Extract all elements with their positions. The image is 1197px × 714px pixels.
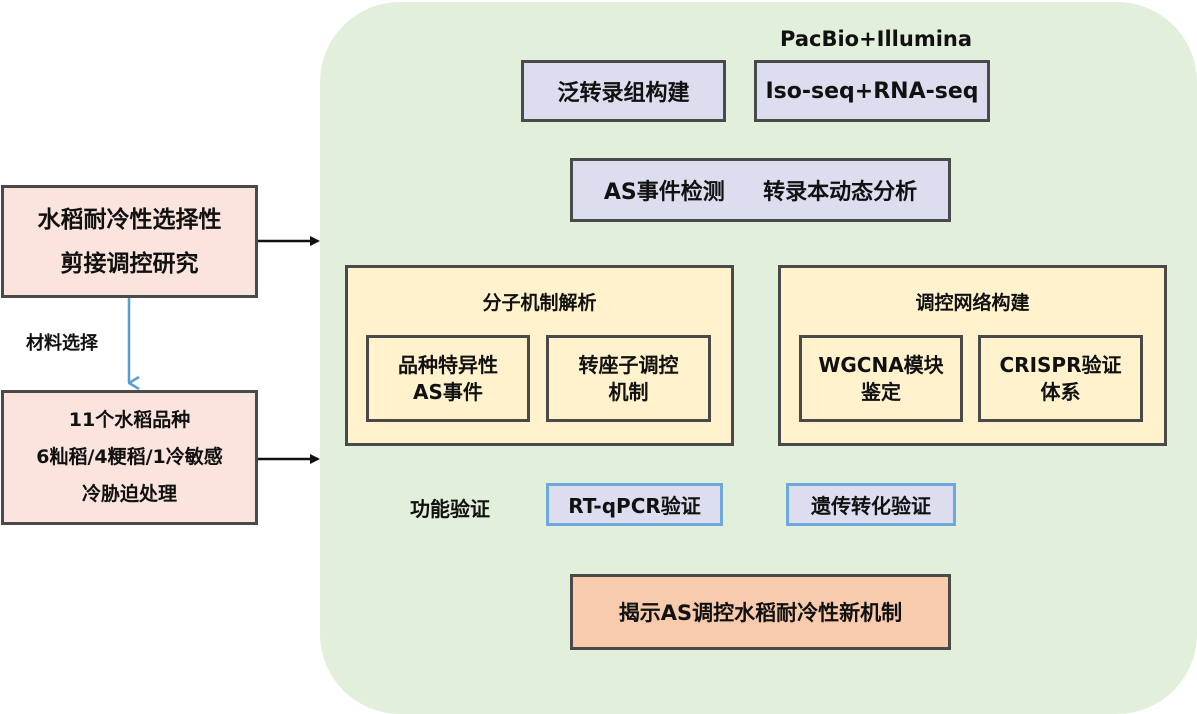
genetic-transformation-box: 遗传转化验证	[786, 483, 956, 526]
molecular-mechanism-title: 分子机制解析	[482, 292, 597, 314]
research-topic-line-1: 水稻耐冷性选择性	[37, 206, 222, 233]
transposon-regulation-box: 转座子调控 机制	[546, 335, 711, 422]
sequencing-box: Iso-seq+RNA-seq	[754, 60, 990, 122]
variety-specific-as-box: 品种特异性 AS事件	[366, 335, 530, 422]
material-line-3: 冷胁迫处理	[81, 483, 177, 505]
rt-qpcr-box: RT-qPCR验证	[546, 483, 723, 526]
research-topic-line-2: 剪接调控研究	[60, 250, 199, 277]
crispr-box: CRISPR验证 体系	[978, 335, 1143, 422]
material-box: 11个水稻品种 6籼稻/4粳稻/1冷敏感 冷胁迫处理	[1, 390, 258, 525]
platform-label: PacBio+Illumina	[780, 27, 973, 51]
material-line-1: 11个水稻品种	[68, 409, 191, 431]
transposon-line-2: 机制	[608, 379, 649, 404]
crispr-line-1: CRISPR验证	[999, 352, 1122, 377]
functional-validation-label: 功能验证	[410, 497, 490, 521]
variety-specific-line-2: AS事件	[413, 379, 483, 404]
pantranscriptome-box: 泛转录组构建	[521, 60, 726, 122]
wgcna-line-1: WGCNA模块	[818, 352, 944, 377]
variety-specific-line-1: 品种特异性	[398, 352, 498, 377]
wgcna-box: WGCNA模块 鉴定	[799, 335, 963, 422]
material-selection-label: 材料选择	[26, 333, 98, 354]
as-detection-box: AS事件检测 转录本动态分析	[570, 158, 951, 222]
research-topic-box: 水稻耐冷性选择性 剪接调控研究	[1, 185, 258, 298]
transposon-line-1: 转座子调控	[578, 352, 679, 377]
wgcna-line-2: 鉴定	[861, 379, 901, 404]
regulatory-network-title: 调控网络构建	[915, 292, 1030, 314]
conclusion-box: 揭示AS调控水稻耐冷性新机制	[570, 574, 951, 650]
material-line-2: 6籼稻/4粳稻/1冷敏感	[36, 446, 223, 468]
crispr-line-2: 体系	[1040, 379, 1081, 404]
